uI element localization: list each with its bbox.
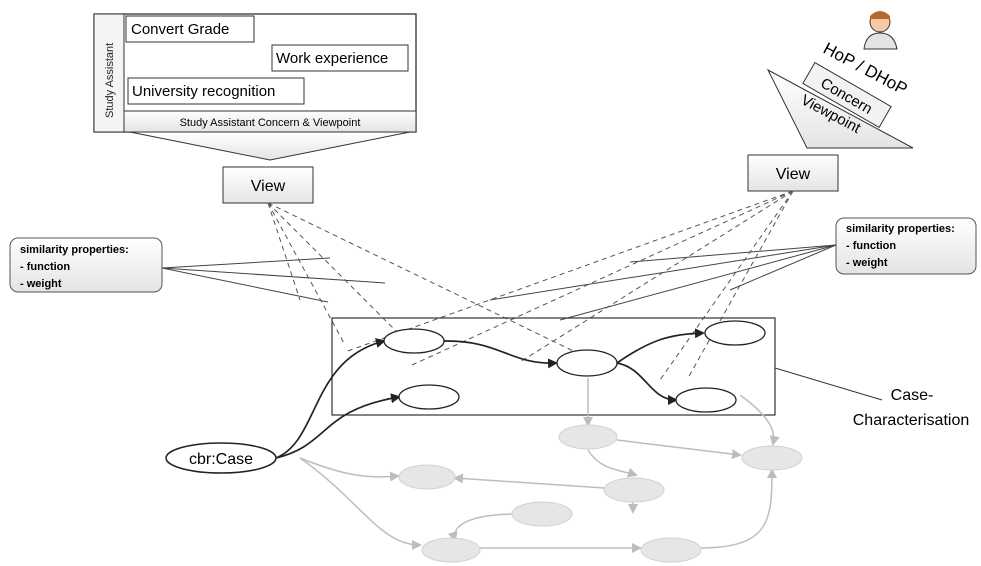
gray-node [741,445,803,471]
characterisation-node [383,328,445,354]
study-assistant-funnel-arrow [129,131,411,161]
similarity-properties-left: similarity properties: - function - weig… [9,237,163,293]
person-icon [863,11,898,50]
gray-node [603,477,665,503]
characterisation-node [556,349,618,377]
characterisation-node [704,320,766,346]
work-experience-label: Work experience [276,50,388,67]
view-dashed-lines [267,190,794,381]
case-characterisation-label-2: Characterisation [853,412,970,429]
case-characterisation-pointer [774,367,883,401]
similarity-left-item-function: - function [20,261,70,273]
gray-node [558,424,618,450]
characterisation-node [675,387,737,413]
view-left-label: View [251,178,286,195]
study-assistant-footer: Study Assistant Concern & Viewpoint [180,117,361,129]
study-assistant-panel: Study Assistant Convert Grade Work exper… [93,13,417,161]
study-assistant-side-label: Study Assistant [104,43,116,118]
gray-node [421,537,481,563]
gray-node [398,464,456,490]
view-box-right: View [747,154,839,192]
convert-grade-label: Convert Grade [131,21,229,38]
background-graph [299,378,803,563]
view-box-left: View [222,166,314,204]
similarity-left-title: similarity properties: [20,244,129,256]
characterisation-graph [275,320,766,459]
similarity-right-item-function: - function [846,240,896,252]
viewpoint-arrow [766,68,914,149]
university-recognition-label: University recognition [132,83,275,100]
cbr-case-label: cbr:Case [189,451,253,468]
view-right-label: View [776,166,811,183]
similarity-connector-lines [161,244,837,321]
hop-dhop-group: HoP / DHoP Concern Viewpoint [766,11,914,149]
characterisation-node [398,384,460,410]
similarity-right-item-weight: - weight [846,257,888,269]
case-characterisation-label-1: Case- [891,387,934,404]
similarity-properties-right: similarity properties: - function - weig… [835,217,977,275]
cbr-case-node: cbr:Case [165,442,277,474]
case-characterisation-frame [331,317,776,416]
gray-node [511,501,573,527]
similarity-right-title: similarity properties: [846,223,955,235]
similarity-left-item-weight: - weight [20,278,62,290]
gray-node [640,537,702,563]
